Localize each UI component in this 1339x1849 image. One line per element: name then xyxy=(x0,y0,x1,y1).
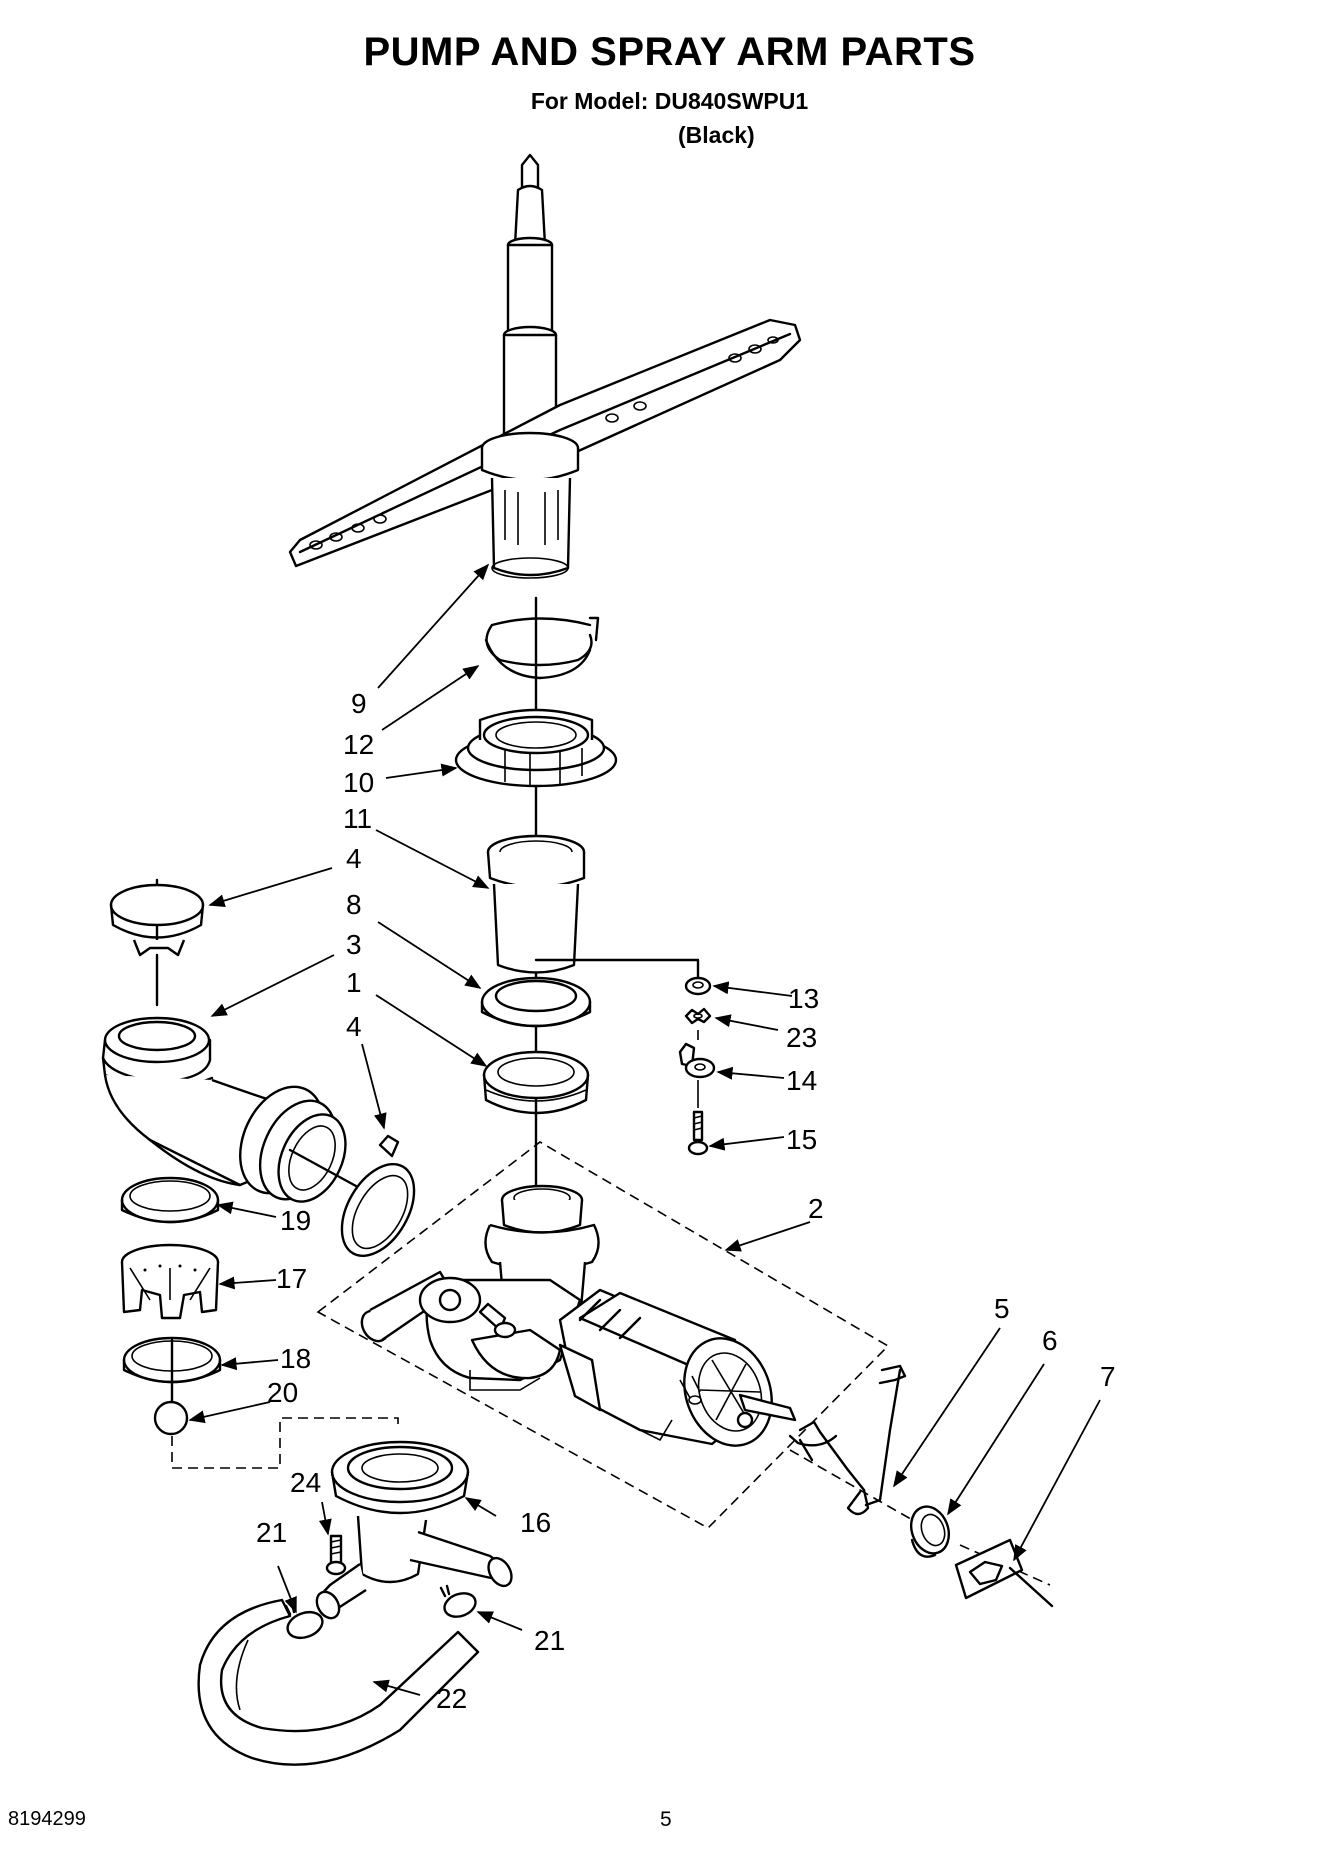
callout-16: 16 xyxy=(520,1507,551,1538)
callout-7: 7 xyxy=(1100,1361,1116,1392)
callout-22: 22 xyxy=(436,1683,467,1714)
ring-part-19 xyxy=(120,1176,220,1224)
seal-ring-part-8 xyxy=(480,976,592,1028)
callout-21-right: 21 xyxy=(534,1625,565,1656)
callout-numbers: 9 12 10 11 4 8 3 1 4 13 23 14 15 2 19 17… xyxy=(256,688,1116,1714)
callout-21-left: 21 xyxy=(256,1517,287,1548)
callout-6: 6 xyxy=(1042,1325,1058,1356)
pump-motor-assembly-part-2 xyxy=(360,1184,797,1447)
bracket-part-14 xyxy=(678,1042,716,1079)
callout-20: 20 xyxy=(267,1377,298,1408)
sump-part-16 xyxy=(171,1417,513,1620)
screw-part-15 xyxy=(687,1110,709,1156)
callout-14: 14 xyxy=(786,1065,817,1096)
callout-8: 8 xyxy=(346,889,362,920)
hose-clamp-part-21-right xyxy=(439,1584,477,1618)
leader-lines xyxy=(188,563,1101,1696)
callout-1: 1 xyxy=(346,967,362,998)
elbow-hose-part-3 xyxy=(101,953,402,1212)
ball-part-20 xyxy=(153,1400,189,1436)
variant-label: (Black) xyxy=(678,122,755,148)
grommet-part-6 xyxy=(909,1505,951,1558)
page-number: 5 xyxy=(660,1808,672,1831)
model-line: For Model: DU840SWPU1 xyxy=(530,88,809,114)
wire-bracket-part-5 xyxy=(788,1364,907,1516)
washer-part-13 xyxy=(684,976,712,996)
callout-24: 24 xyxy=(290,1467,321,1498)
drain-hose-part-22 xyxy=(197,1598,480,1766)
callout-19: 19 xyxy=(280,1205,311,1236)
housing-part-10 xyxy=(454,708,618,788)
callout-9: 9 xyxy=(351,688,367,719)
filter-part-17 xyxy=(120,1243,220,1320)
callout-4-upper: 4 xyxy=(346,843,362,874)
callout-15: 15 xyxy=(786,1124,817,1155)
callout-3: 3 xyxy=(346,929,362,960)
screw-part-24 xyxy=(325,1534,347,1576)
star-washer-part-23 xyxy=(684,1007,712,1025)
hose-clamp-part-4-upper xyxy=(109,878,205,957)
plate-part-7 xyxy=(954,1538,1054,1608)
callout-18: 18 xyxy=(280,1343,311,1374)
hose-clamp-part-4-lower xyxy=(340,1134,416,1258)
filter-cup-part-11 xyxy=(486,834,586,974)
page-title: PUMP AND SPRAY ARM PARTS xyxy=(363,30,976,74)
callout-23: 23 xyxy=(786,1022,817,1053)
document-number: 8194299 xyxy=(8,1808,86,1830)
snap-ring-part-12 xyxy=(484,616,600,680)
callout-17: 17 xyxy=(276,1263,307,1294)
callout-5: 5 xyxy=(994,1293,1010,1324)
spray-arm-part-9 xyxy=(288,153,802,579)
callout-10: 10 xyxy=(343,767,374,798)
callout-2: 2 xyxy=(808,1193,824,1224)
gasket-part-1 xyxy=(482,1050,590,1115)
callout-11: 11 xyxy=(343,803,372,834)
callout-13: 13 xyxy=(788,983,819,1014)
callout-4-lower: 4 xyxy=(346,1011,362,1042)
callout-12: 12 xyxy=(343,729,374,760)
